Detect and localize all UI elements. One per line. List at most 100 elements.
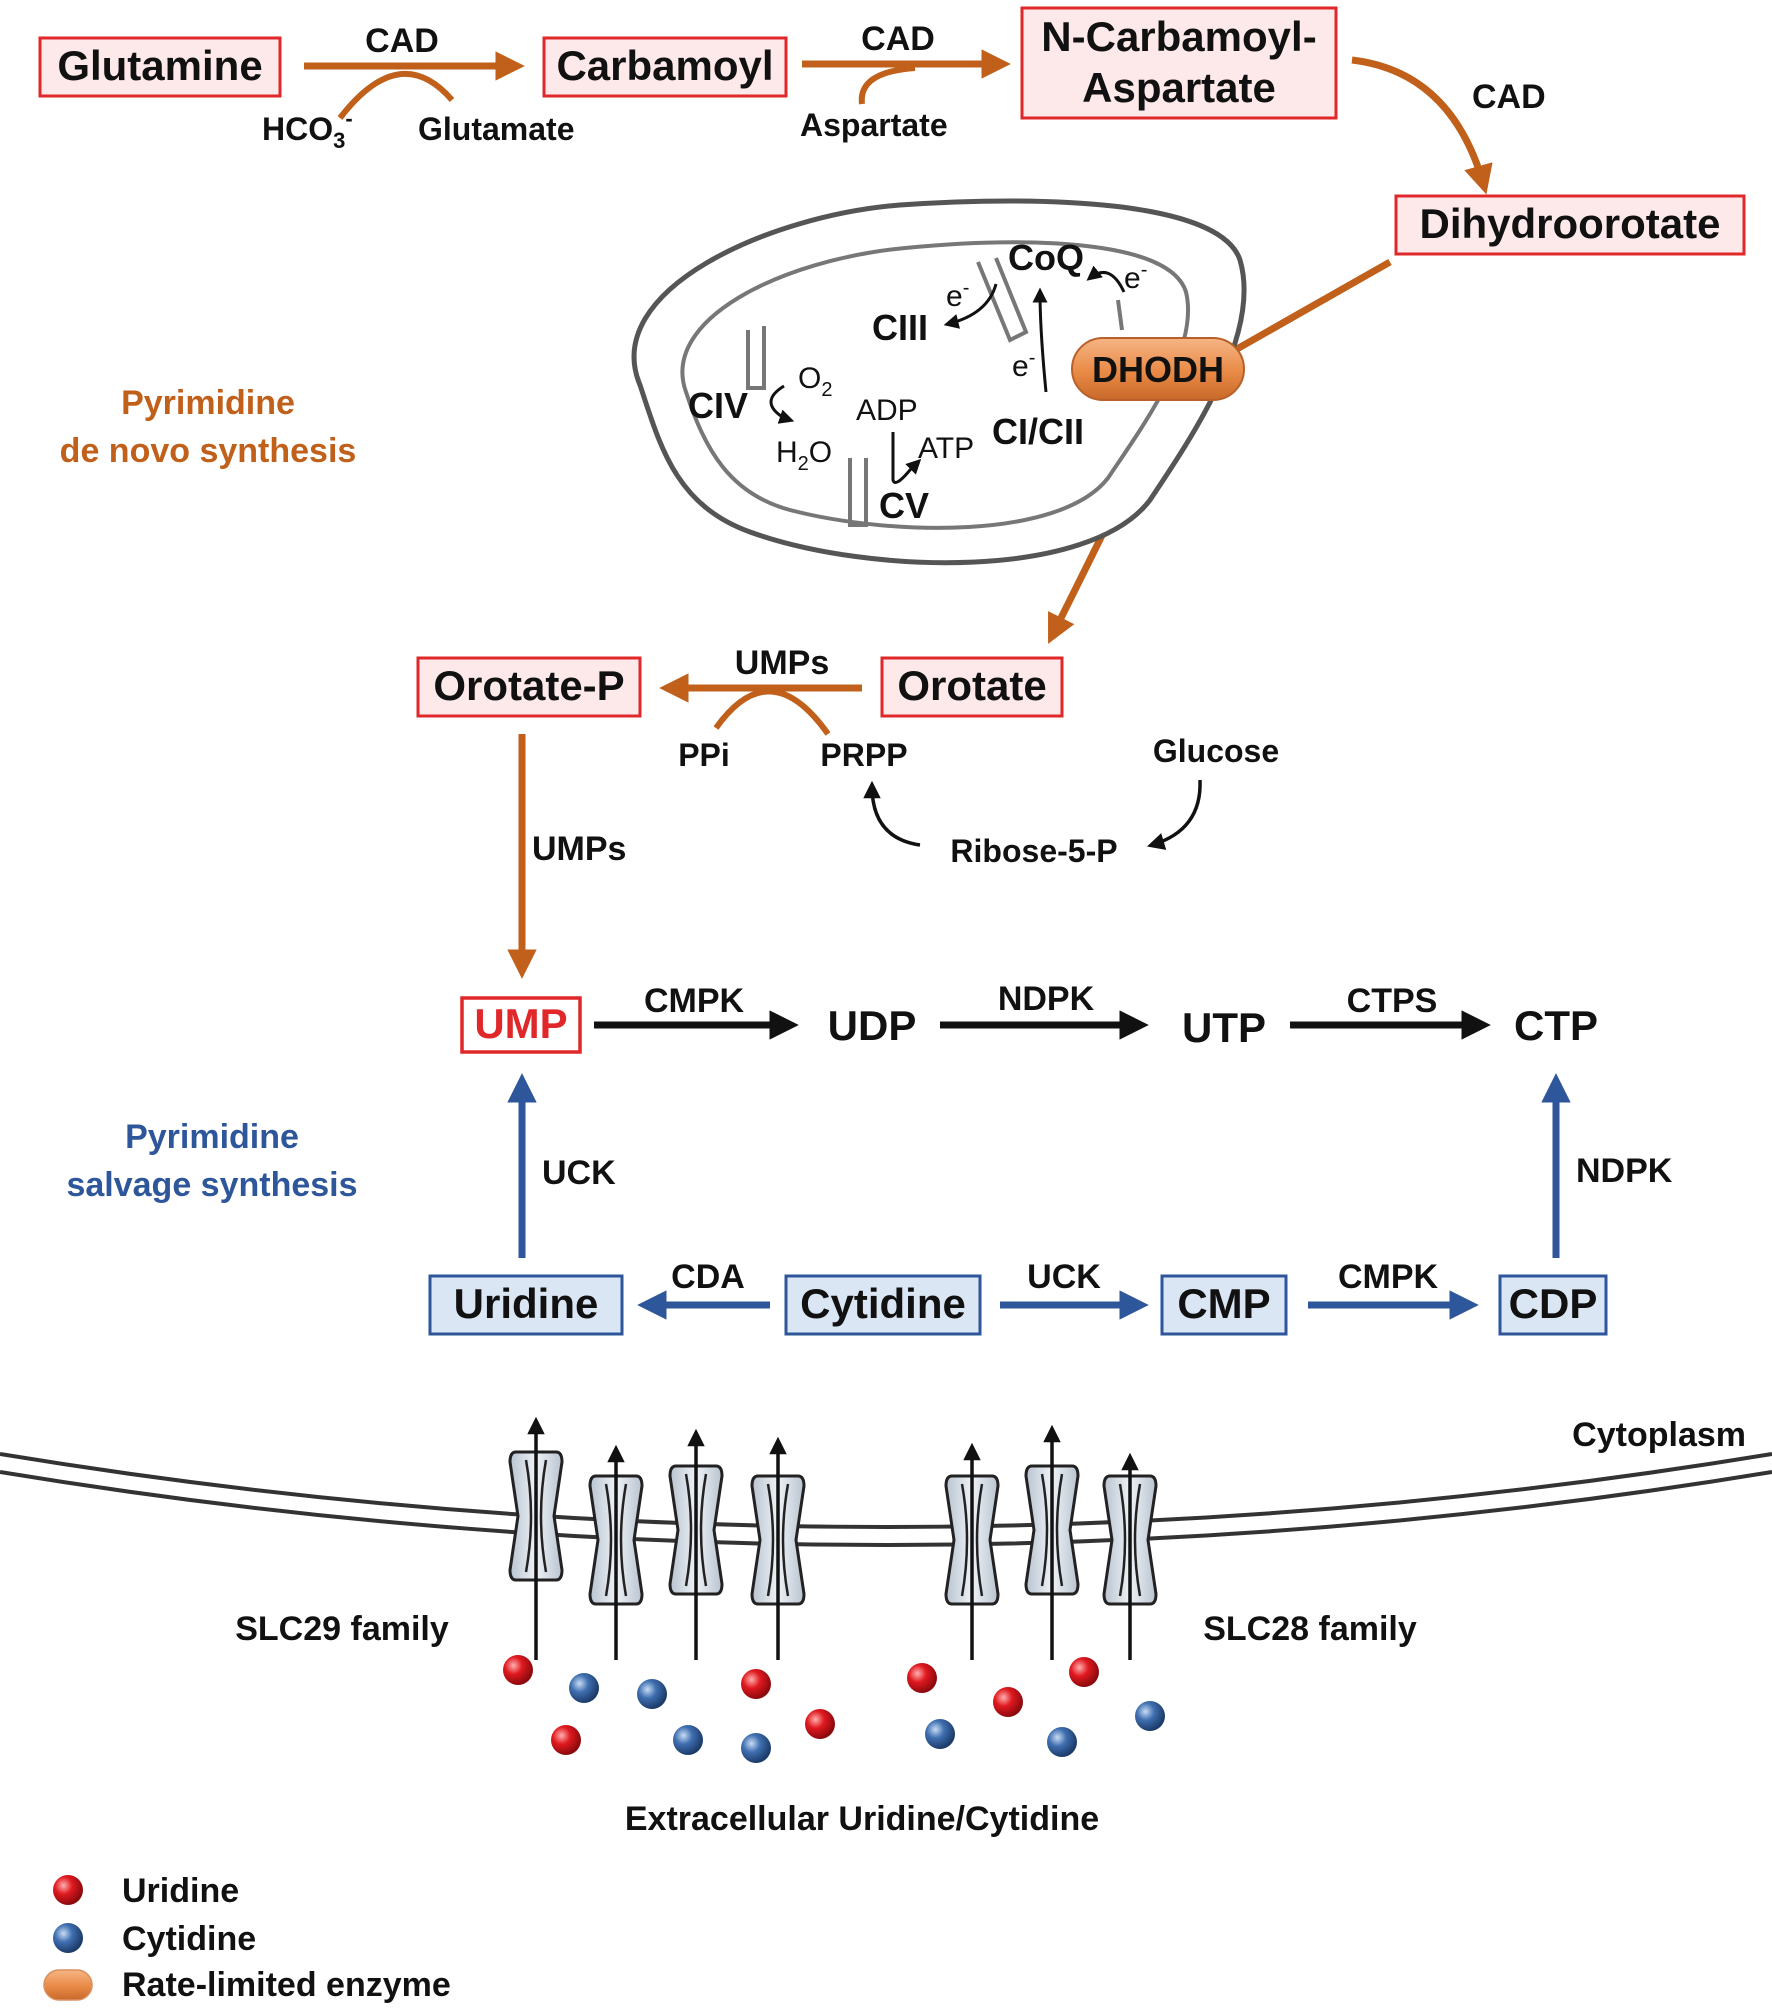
- cytidine-molecule: [925, 1719, 955, 1749]
- legend-cytidine-dot: [53, 1923, 83, 1953]
- plasma-membrane: [0, 1452, 1772, 1547]
- transporter-channel: [588, 1444, 644, 1660]
- uridine-molecule: [993, 1687, 1023, 1717]
- enzyme-cad-1: CAD: [365, 22, 439, 60]
- cdp-label: CDP: [1509, 1280, 1598, 1327]
- arrow-glutamine-carbamoyl: [304, 51, 525, 120]
- cytidine-molecule: [673, 1725, 703, 1755]
- salvage-label-2: salvage synthesis: [66, 1166, 357, 1204]
- node-glutamine: Glutamine: [38, 36, 282, 98]
- cosubstrate-hco3: HCO3-: [262, 106, 353, 153]
- arrow-orotate-orotatep: [659, 673, 862, 736]
- arrow-coq-ciii: [943, 283, 998, 329]
- orotate-p-label: Orotate-P: [433, 662, 624, 709]
- uridine-molecule: [907, 1663, 937, 1693]
- node-dihydroorotate: Dihydroorotate: [1394, 194, 1746, 256]
- slc28-label: SLC28 family: [1203, 1610, 1417, 1648]
- n-carbamoyl-label-2: Aspartate: [1082, 64, 1276, 111]
- cosubstrate-aspartate: Aspartate: [800, 107, 948, 143]
- node-carbamoyl: Carbamoyl: [542, 36, 788, 98]
- ump-label: UMP: [474, 1000, 567, 1047]
- node-n-carbamoyl-aspartate: N-Carbamoyl- Aspartate: [1020, 6, 1338, 120]
- legend-cytidine-label: Cytidine: [122, 1920, 256, 1958]
- cytidine-molecule: [569, 1673, 599, 1703]
- glutamine-label: Glutamine: [57, 42, 262, 89]
- uridine-label: Uridine: [454, 1280, 599, 1327]
- orotate-label: Orotate: [897, 662, 1046, 709]
- n-carbamoyl-label-1: N-Carbamoyl-: [1041, 13, 1316, 60]
- arrow-civ-h2o: [769, 384, 795, 424]
- cmp-label: CMP: [1177, 1280, 1270, 1327]
- node-cmp: CMP: [1160, 1274, 1288, 1336]
- uridine-molecule: [503, 1655, 533, 1685]
- node-cytidine: Cytidine: [784, 1274, 982, 1336]
- arrow-adp-atp: [891, 432, 922, 484]
- legend-enzyme-label: Rate-limited enzyme: [122, 1966, 451, 2004]
- dhodh-label: DHODH: [1092, 349, 1224, 390]
- slc29-label: SLC29 family: [235, 1610, 449, 1648]
- extracellular-molecules: [503, 1655, 1165, 1763]
- transporter-channel: [1024, 1424, 1080, 1660]
- node-utp: UTP: [1182, 1004, 1266, 1051]
- enzyme-umps-2: UMPs: [532, 830, 626, 868]
- enzyme-uck-2: UCK: [1027, 1258, 1101, 1296]
- mito-coq: CoQ: [1008, 237, 1084, 278]
- transporter-channel: [508, 1416, 564, 1660]
- arrow-ncarbamoyl-dihydroorotate: [1351, 56, 1493, 195]
- mito-cicii: CI/CII: [992, 411, 1084, 452]
- mito-civ: CIV: [688, 385, 748, 426]
- legend-uridine-dot: [53, 1875, 83, 1905]
- legend: Uridine Cytidine Rate-limited enzyme: [43, 1872, 451, 2004]
- carbamoyl-label: Carbamoyl: [556, 42, 773, 89]
- node-ctp: CTP: [1514, 1002, 1598, 1049]
- arrow-cicii-coq: [1032, 287, 1048, 393]
- node-cdp: CDP: [1498, 1274, 1608, 1336]
- cytidine-molecule: [741, 1733, 771, 1763]
- salvage-label-1: Pyrimidine: [125, 1118, 299, 1156]
- uridine-molecule: [1069, 1657, 1099, 1687]
- transporter-channel: [944, 1442, 1000, 1660]
- enzyme-ndpk-1: NDPK: [998, 980, 1095, 1018]
- mito-adp: ADP: [856, 394, 918, 427]
- arrow-ribose-prpp: [863, 780, 921, 847]
- mito-e-2: e-: [1124, 259, 1147, 295]
- enzyme-cda: CDA: [671, 1258, 745, 1296]
- enzyme-cad-2: CAD: [861, 20, 935, 58]
- mito-h2o: H2O: [776, 436, 832, 475]
- cosubstrate-glutamate: Glutamate: [418, 111, 574, 147]
- enzyme-cmpk-2: CMPK: [1338, 1258, 1439, 1296]
- extracellular-label: Extracellular Uridine/Cytidine: [625, 1800, 1099, 1838]
- cytidine-label: Cytidine: [800, 1280, 966, 1327]
- transporter-channel: [1102, 1452, 1158, 1660]
- legend-uridine-label: Uridine: [122, 1872, 239, 1910]
- enzyme-cmpk-1: CMPK: [644, 982, 745, 1020]
- denovo-label-1: Pyrimidine: [121, 384, 295, 422]
- enzyme-uck-1: UCK: [542, 1154, 616, 1192]
- mito-cv: CV: [879, 485, 929, 526]
- cytidine-molecule: [637, 1679, 667, 1709]
- node-udp: UDP: [828, 1002, 917, 1049]
- enzyme-cad-3: CAD: [1472, 78, 1546, 116]
- cosubstrate-prpp: PRPP: [820, 737, 907, 773]
- mito-e-1: e-: [946, 277, 969, 313]
- arrow-carbamoyl-ncarbamoyl: [802, 49, 1011, 105]
- cytidine-molecule: [1135, 1701, 1165, 1731]
- node-uridine: Uridine: [428, 1274, 624, 1336]
- mito-o2: O2: [798, 362, 832, 401]
- uridine-molecule: [805, 1709, 835, 1739]
- node-orotate: Orotate: [880, 656, 1064, 718]
- transporter-channel: [668, 1428, 724, 1660]
- mito-ciii: CIII: [872, 307, 928, 348]
- uridine-molecule: [551, 1725, 581, 1755]
- dihydroorotate-label: Dihydroorotate: [1419, 200, 1720, 247]
- uridine-molecule: [741, 1669, 771, 1699]
- mito-atp: ATP: [918, 432, 974, 465]
- enzyme-ndpk-2: NDPK: [1576, 1152, 1673, 1190]
- enzyme-ctps: CTPS: [1347, 982, 1438, 1020]
- legend-enzyme-pill: [43, 1969, 93, 2001]
- node-orotate-p: Orotate-P: [416, 656, 642, 718]
- cosubstrate-ppi: PPi: [678, 737, 730, 773]
- transporter-group: [508, 1416, 1158, 1660]
- cytidine-molecule: [1047, 1727, 1077, 1757]
